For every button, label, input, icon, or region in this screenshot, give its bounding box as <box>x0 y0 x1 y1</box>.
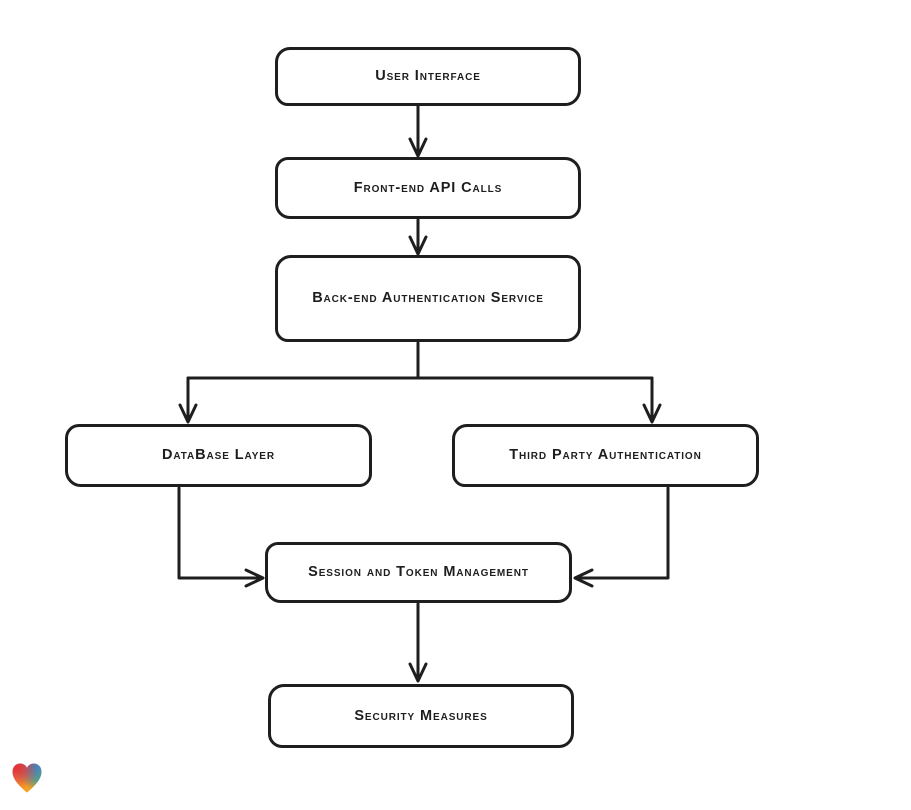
node-security-measures: Security Measures <box>268 684 574 748</box>
node-third-party-authentication: Third Party Authentication <box>452 424 759 487</box>
node-third-party-authentication-label: Third Party Authentication <box>509 447 702 463</box>
edge-back-end-branch-trunk <box>186 341 654 380</box>
edge-database-layer-to-session-management <box>177 486 265 588</box>
edge-front-end-api-calls-to-back-end-authentication-service <box>408 218 428 256</box>
edge-third-party-to-session-management <box>573 486 670 588</box>
node-front-end-api-calls: Front-end API Calls <box>275 157 581 219</box>
node-session-and-token-management: Session and Token Management <box>265 542 572 603</box>
node-database-layer: DataBase Layer <box>65 424 372 487</box>
edge-session-management-to-security-measures <box>408 602 428 683</box>
node-database-layer-label: DataBase Layer <box>162 447 275 463</box>
node-front-end-api-calls-label: Front-end API Calls <box>353 179 503 196</box>
edge-back-end-to-database-layer <box>178 376 198 424</box>
node-session-and-token-management-label: Session and Token Management <box>308 564 529 580</box>
node-back-end-authentication-service: Back-end Authentication Service <box>275 255 581 342</box>
edge-back-end-to-third-party-authentication <box>642 376 662 424</box>
node-user-interface: User Interface <box>275 47 581 106</box>
node-security-measures-label: Security Measures <box>354 707 488 724</box>
edge-user-interface-to-front-end-api-calls <box>408 104 428 158</box>
node-user-interface-label: User Interface <box>375 68 481 84</box>
node-back-end-authentication-service-label: Back-end Authentication Service <box>312 290 544 306</box>
